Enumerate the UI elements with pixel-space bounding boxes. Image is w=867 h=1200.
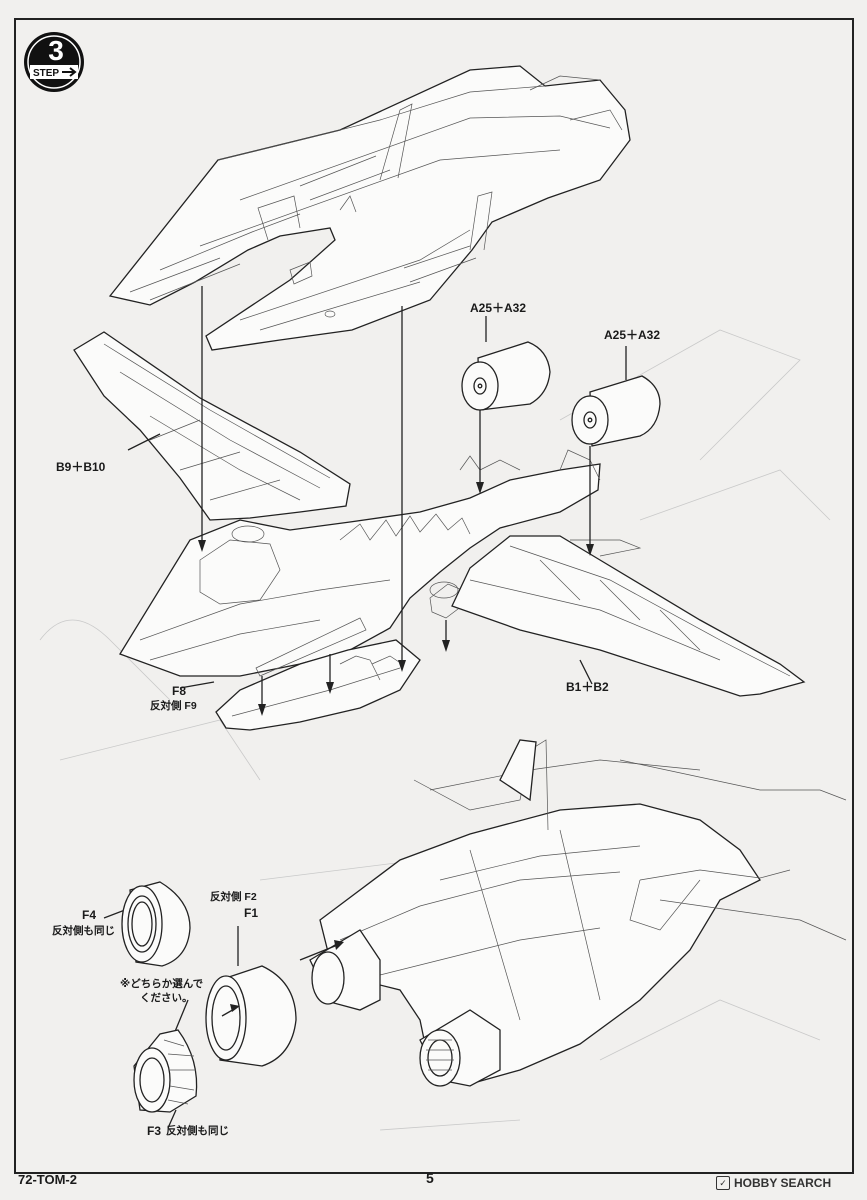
label-f3-note: 反対側も同じ xyxy=(166,1125,229,1137)
rear-fuselage-part xyxy=(309,739,847,1087)
upper-fuselage-part xyxy=(108,65,631,351)
right-wing-part xyxy=(451,535,806,697)
page-frame xyxy=(14,18,854,1174)
hobby-search-logo-icon: ✓ xyxy=(716,1176,730,1190)
label-f4: F4 xyxy=(82,908,97,922)
intake-cylinder-left xyxy=(461,341,551,411)
nozzle-arrows xyxy=(221,940,344,1017)
intake-cylinder-right xyxy=(571,375,661,447)
label-b9-b10: B9＋B10 xyxy=(56,460,106,474)
label-choose-note-1: ※どちらか選んで xyxy=(120,978,204,990)
label-a25-a32-left: A25＋A32 xyxy=(470,301,527,315)
left-wing-part xyxy=(73,331,351,521)
arrow-icon xyxy=(62,67,77,77)
assembly-guides xyxy=(103,286,627,1129)
step-label: STEP xyxy=(33,68,59,79)
intake-part xyxy=(215,617,421,731)
label-b1-b2: B1＋B2 xyxy=(566,680,609,694)
nozzle-part-f4 xyxy=(121,881,191,967)
watermark-text: HOBBY SEARCH xyxy=(734,1176,832,1190)
nozzle-part-f3 xyxy=(133,1029,198,1113)
step-badge-icon: 3 STEP xyxy=(24,32,84,92)
nozzle-part-f1 xyxy=(205,965,297,1067)
label-f8: F8 xyxy=(172,684,187,698)
label-f1: F1 xyxy=(244,906,259,920)
watermark: ✓ HOBBY SEARCH xyxy=(716,1176,831,1190)
step-number: 3 xyxy=(48,35,64,66)
label-choose-note-2: ください。 xyxy=(140,992,193,1004)
label-a25-a32-right: A25＋A32 xyxy=(604,328,661,342)
label-f1-note: 反対側 F2 xyxy=(210,891,257,903)
kit-code: 72-TOM-2 xyxy=(18,1172,77,1187)
label-f8-note: 反対側 F9 xyxy=(150,700,197,712)
page-number: 5 xyxy=(426,1170,434,1186)
label-f4-note: 反対側も同じ xyxy=(52,925,115,937)
label-f3: F3 xyxy=(147,1124,162,1138)
